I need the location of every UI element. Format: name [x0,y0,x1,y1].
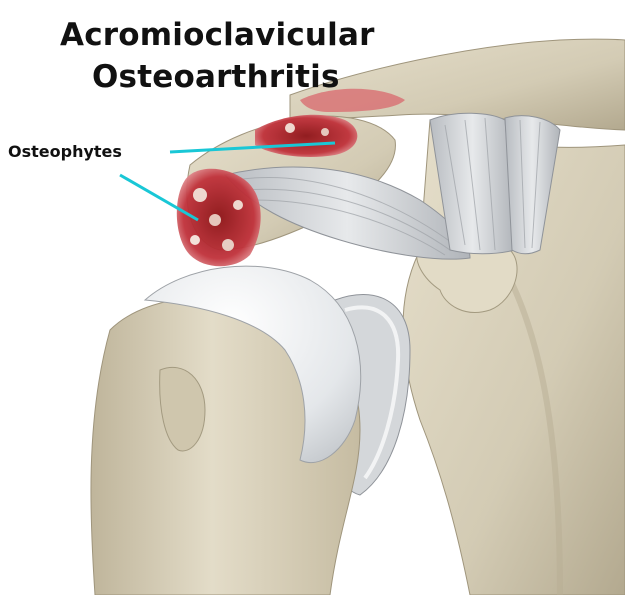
osteophytes-label: Osteophytes [8,142,122,161]
title-line-2: Osteoarthritis [92,60,340,94]
title-line-1: Acromioclavicular [60,18,375,52]
